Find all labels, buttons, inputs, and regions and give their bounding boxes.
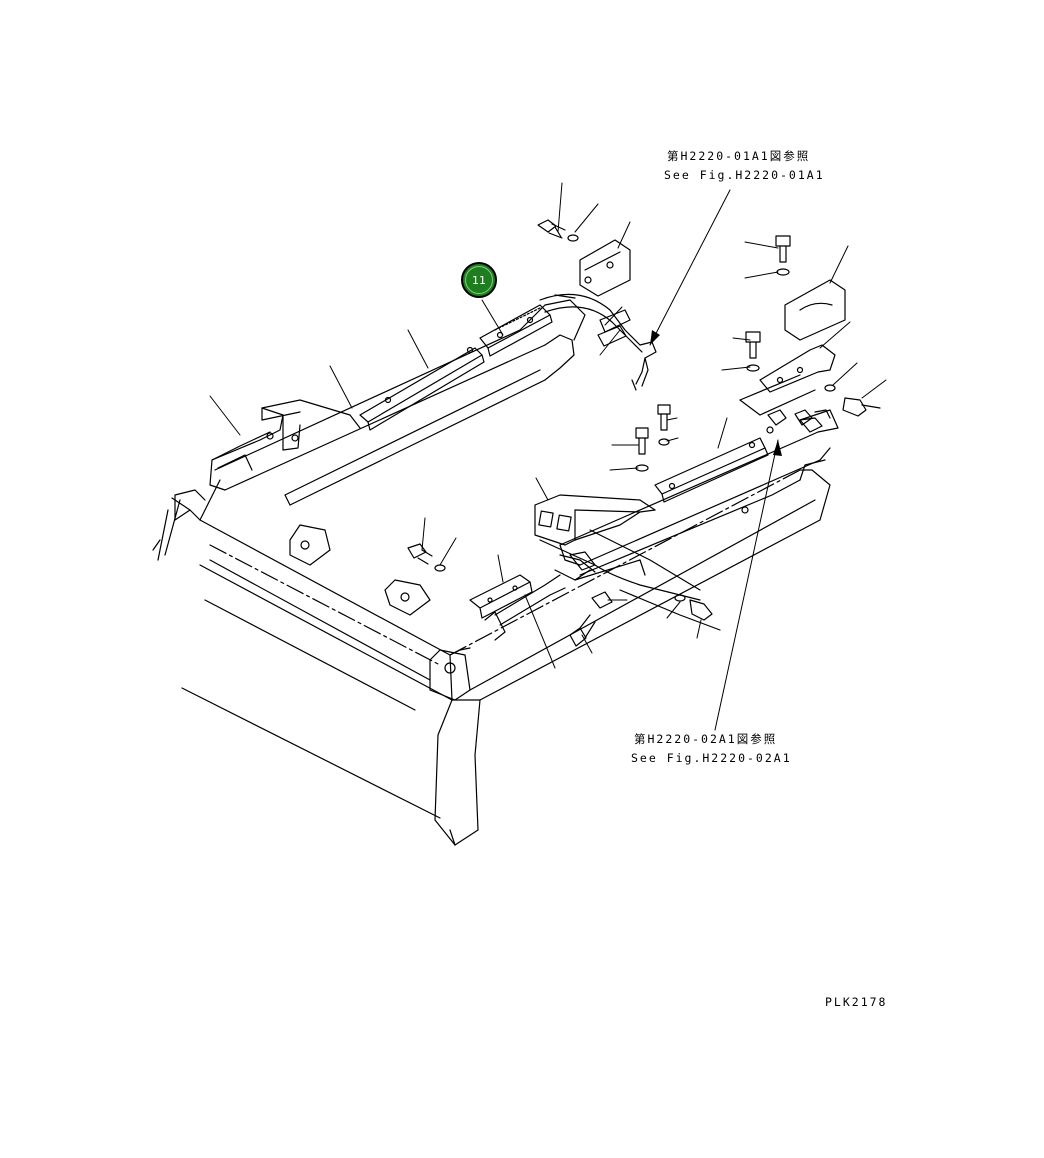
ref-top-jp: 第H2220-01A1図参照 <box>667 149 811 163</box>
ref-bottom-jp: 第H2220-02A1図参照 <box>634 732 778 746</box>
left-cover-plates <box>359 304 553 431</box>
drawing-code: PLK2178 <box>825 995 888 1009</box>
arrowhead-top <box>650 330 660 345</box>
right-bracket <box>534 494 656 546</box>
center-hoses <box>539 293 657 391</box>
front-hose <box>484 554 596 641</box>
blade-side-brackets <box>289 524 471 701</box>
arrowhead-bottom <box>773 440 782 456</box>
right-cover-plate <box>654 437 769 503</box>
part-callout-11[interactable]: 11 <box>461 262 497 298</box>
right-push-arm <box>539 374 839 631</box>
top-clamp-group <box>537 219 631 297</box>
right-fittings <box>767 409 831 433</box>
callout-label: 11 <box>472 273 486 287</box>
left-push-arm <box>164 294 586 556</box>
bottom-center-cover <box>469 574 533 619</box>
blade <box>152 469 831 846</box>
ref-top-en: See Fig.H2220-01A1 <box>664 168 825 182</box>
leader-lines <box>209 182 887 669</box>
middle-bolts <box>407 404 713 647</box>
ref-bottom-en: See Fig.H2220-02A1 <box>631 751 792 765</box>
right-top-clamp-group <box>745 235 881 417</box>
reference-arrows <box>649 189 779 731</box>
